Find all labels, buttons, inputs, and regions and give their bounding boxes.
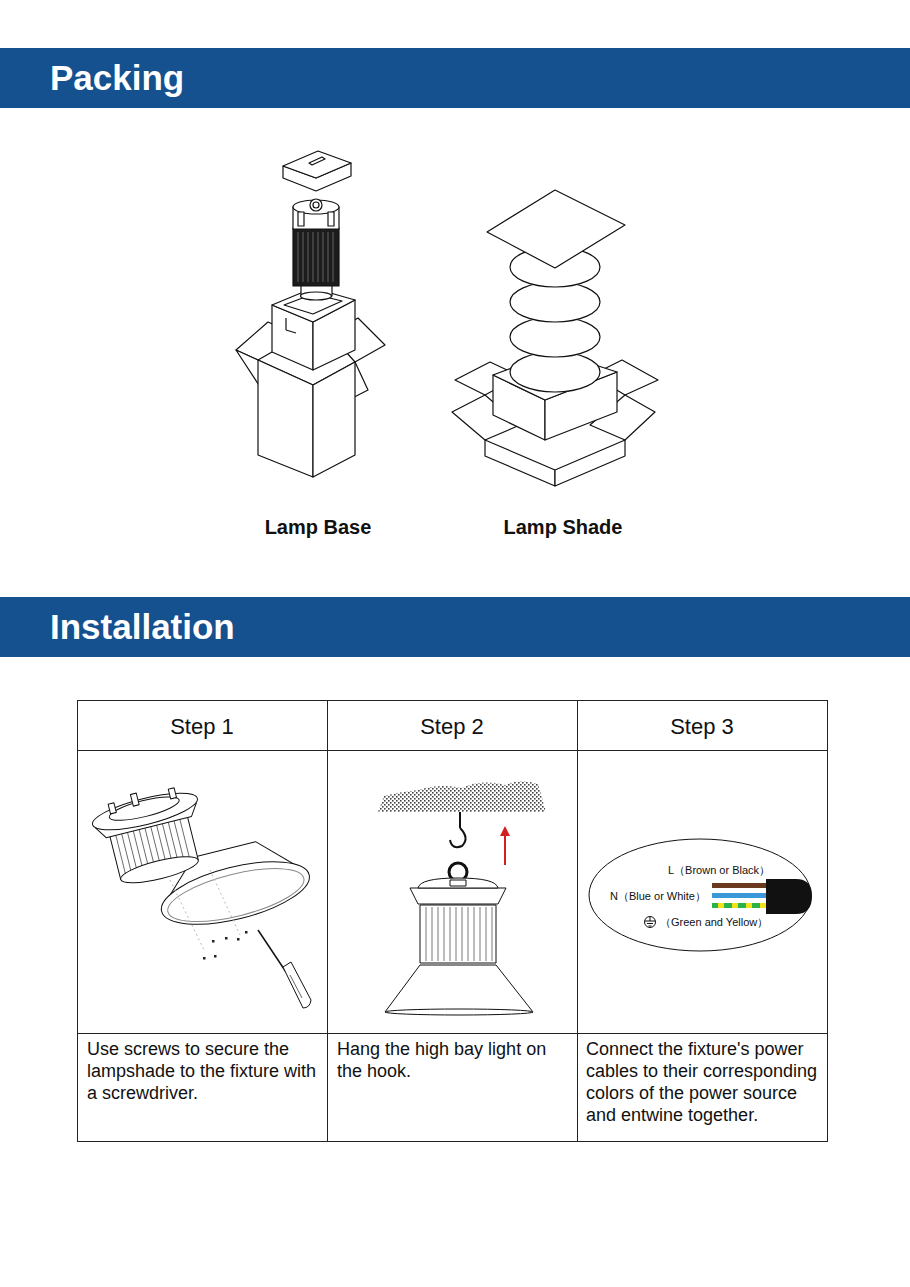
step2-drawing: [378, 781, 546, 1015]
lamp-shade-package: [452, 190, 658, 486]
table-header: Step 3: [577, 713, 827, 740]
step-text: Use screws to secure the lampshade to th…: [87, 1038, 321, 1104]
table-rule: [78, 1033, 827, 1034]
step-text: Hang the high bay light on the hook.: [337, 1038, 571, 1082]
wire-label: （Green and Yellow）: [660, 916, 768, 929]
part-name: Lamp Shade: [463, 515, 663, 539]
wire-label: L（Brown or Black）: [668, 864, 770, 877]
table-rule: [577, 701, 578, 1141]
wire-oval: L（Brown or Black） N（Blue or White） （Green …: [588, 838, 812, 952]
wire-label: N（Blue or White）: [610, 890, 706, 903]
part-name: Lamp Base: [218, 515, 418, 539]
table-header: Step 1: [77, 713, 327, 740]
section-band: Installation: [0, 597, 910, 657]
ground-symbol: [645, 917, 656, 928]
section-heading: Packing: [50, 48, 184, 108]
section-band: Packing: [0, 48, 910, 108]
step-text: Connect the fixture's power cables to th…: [586, 1038, 824, 1126]
table-header: Step 2: [327, 713, 577, 740]
table-rule: [327, 701, 328, 1141]
section-heading: Installation: [50, 597, 235, 657]
step1-drawing: [88, 757, 316, 1008]
table-rule: [78, 750, 827, 751]
lamp-base-package: [236, 151, 385, 477]
